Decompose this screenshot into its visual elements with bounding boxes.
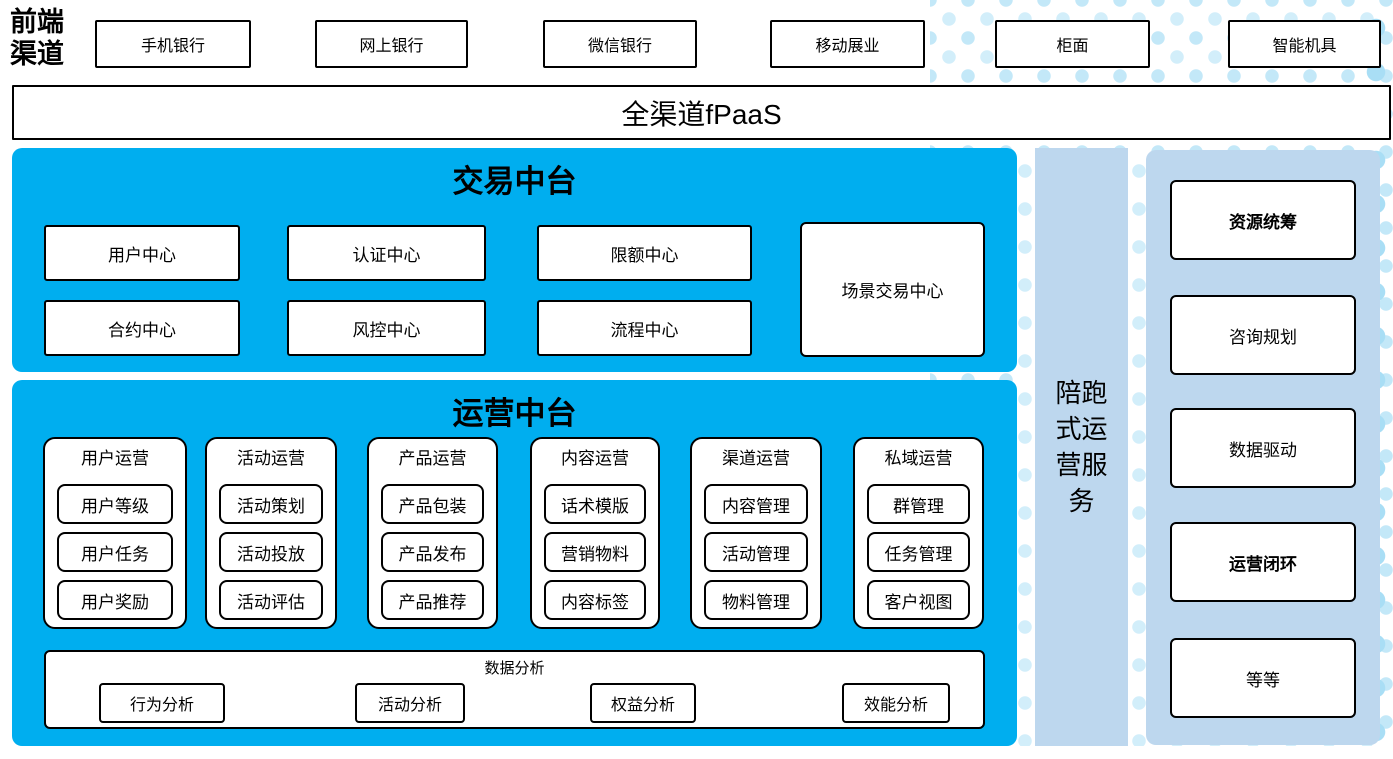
panel-box-data-driven: 数据驱动 [1170, 408, 1356, 488]
analysis-box-activity: 活动分析 [355, 683, 465, 723]
channel-box-online-banking: 网上银行 [315, 20, 468, 68]
channel-box-mobile-marketing: 移动展业 [770, 20, 925, 68]
analysis-box-behavior: 行为分析 [99, 683, 225, 723]
trade-center-limit: 限额中心 [537, 225, 752, 281]
ops-item: 用户奖励 [57, 580, 173, 620]
trade-platform-title: 交易中台 [452, 164, 577, 199]
trade-platform-section: 交易中台 用户中心 认证中心 限额中心 合约中心 风控中心 流程中心 场景交易中… [12, 148, 1017, 372]
ops-item: 活动投放 [219, 532, 323, 572]
data-analysis-title: 数据分析 [484, 660, 545, 677]
ops-column-activity: 活动运营 活动策划 活动投放 活动评估 [205, 437, 337, 629]
panel-box-ops-loop: 运营闭环 [1170, 522, 1356, 602]
ops-item: 产品推荐 [381, 580, 484, 620]
ops-item: 内容标签 [544, 580, 646, 620]
ops-column-header: 活动运营 [237, 449, 305, 468]
channel-box-wechat-banking: 微信银行 [543, 20, 697, 68]
trade-center-scene: 场景交易中心 [800, 222, 985, 357]
ops-item: 活动管理 [704, 532, 808, 572]
ops-column-content: 内容运营 话术模版 营销物料 内容标签 [530, 437, 660, 629]
data-analysis-section: 数据分析 行为分析 活动分析 权益分析 效能分析 [44, 650, 985, 729]
ops-column-channel: 渠道运营 内容管理 活动管理 物料管理 [690, 437, 822, 629]
ops-item: 内容管理 [704, 484, 808, 524]
ops-item: 产品包装 [381, 484, 484, 524]
ops-column-product: 产品运营 产品包装 产品发布 产品推荐 [367, 437, 498, 629]
fpaas-bar: 全渠道fPaaS [12, 85, 1391, 140]
accompanying-service-bar: 陪跑式运营服务 [1035, 148, 1128, 746]
ops-column-private-domain: 私域运营 群管理 任务管理 客户视图 [853, 437, 984, 629]
ops-item: 物料管理 [704, 580, 808, 620]
ops-column-header: 私域运营 [884, 449, 953, 468]
ops-item: 活动评估 [219, 580, 323, 620]
panel-box-consulting: 咨询规划 [1170, 295, 1356, 375]
channel-box-smart-devices: 智能机具 [1228, 20, 1381, 68]
analysis-box-rights: 权益分析 [590, 683, 696, 723]
analysis-box-efficiency: 效能分析 [842, 683, 950, 723]
panel-box-resource-planning: 资源统筹 [1170, 180, 1356, 260]
channel-box-counter: 柜面 [995, 20, 1150, 68]
ops-column-header: 内容运营 [561, 449, 629, 468]
ops-column-header: 渠道运营 [722, 449, 790, 468]
accompanying-service-label: 陪跑式运营服务 [1055, 378, 1108, 516]
ops-platform-section: 运营中台 用户运营 用户等级 用户任务 用户奖励 活动运营 活动策划 活动投放 … [12, 380, 1017, 746]
trade-center-process: 流程中心 [537, 300, 752, 356]
ops-item: 任务管理 [867, 532, 970, 572]
ops-platform-title: 运营中台 [452, 396, 577, 431]
ops-column-user: 用户运营 用户等级 用户任务 用户奖励 [43, 437, 187, 629]
ops-item: 营销物料 [544, 532, 646, 572]
frontend-channels-label: 前端渠道 [10, 7, 64, 69]
ops-item: 用户等级 [57, 484, 173, 524]
ops-item: 客户视图 [867, 580, 970, 620]
ops-item: 活动策划 [219, 484, 323, 524]
ops-column-header: 用户运营 [81, 449, 149, 468]
trade-center-auth: 认证中心 [287, 225, 486, 281]
ops-item: 群管理 [867, 484, 970, 524]
panel-box-etc: 等等 [1170, 638, 1356, 718]
trade-center-user: 用户中心 [44, 225, 240, 281]
channel-box-mobile-banking: 手机银行 [95, 20, 251, 68]
ops-item: 产品发布 [381, 532, 484, 572]
ops-column-header: 产品运营 [398, 449, 467, 468]
ops-item: 用户任务 [57, 532, 173, 572]
trade-center-risk: 风控中心 [287, 300, 486, 356]
trade-center-contract: 合约中心 [44, 300, 240, 356]
ops-item: 话术模版 [544, 484, 646, 524]
service-panel: 资源统筹 咨询规划 数据驱动 运营闭环 等等 [1146, 150, 1380, 745]
